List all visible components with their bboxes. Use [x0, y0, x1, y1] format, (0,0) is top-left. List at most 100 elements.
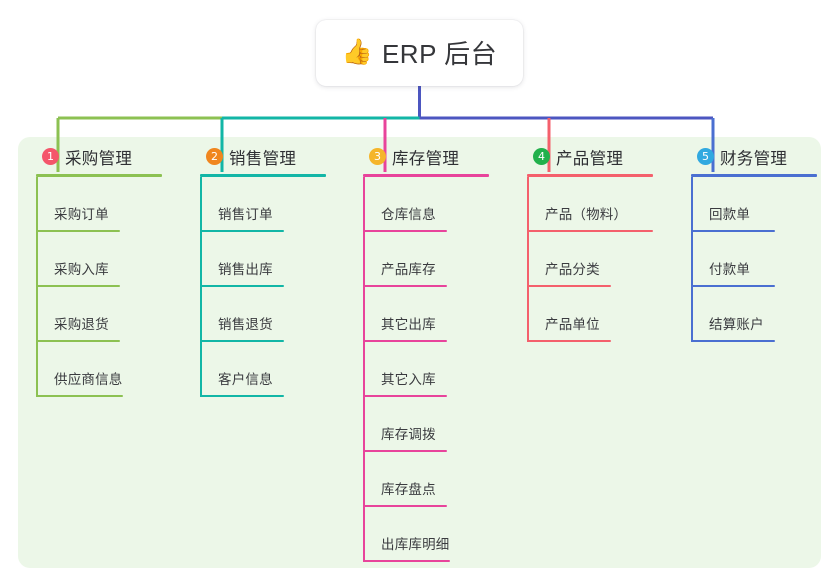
- leaf-node[interactable]: 库存调拨: [363, 397, 512, 452]
- branch-title-4: 产品管理: [556, 149, 624, 168]
- leaf-node[interactable]: 销售出库: [200, 232, 349, 287]
- leaf-label: 采购订单: [54, 207, 109, 222]
- leaf-label: 销售订单: [218, 207, 273, 222]
- branch-items-4: 产品（物料） 产品分类产品单位: [527, 177, 676, 342]
- leaf-node[interactable]: 客户信息: [200, 342, 349, 397]
- leaf-label: 库存调拨: [381, 427, 436, 442]
- leaf-rule: [527, 285, 611, 287]
- leaf-node[interactable]: 产品（物料）: [527, 177, 676, 232]
- leaf-node[interactable]: 库存盘点: [363, 452, 512, 507]
- leaf-rule: [363, 560, 450, 562]
- branch-rule-5: [691, 174, 817, 177]
- leaf-label: 销售出库: [218, 262, 273, 277]
- leaf-node[interactable]: 采购入库: [36, 232, 185, 287]
- root-title: ERP 后台: [381, 38, 498, 69]
- branch-spine-5: [691, 177, 693, 342]
- branch-title-1: 采购管理: [65, 149, 133, 168]
- branch-column-1: 1 采购管理采购订单采购入库采购退货供应商信息: [22, 144, 185, 397]
- leaf-node[interactable]: 产品库存: [363, 232, 512, 287]
- leaf-label: 结算账户: [709, 317, 764, 332]
- leaf-node[interactable]: 其它入库: [363, 342, 512, 397]
- branch-badge-3: 3: [369, 148, 386, 165]
- leaf-rule: [363, 340, 447, 342]
- leaf-label: 产品库存: [381, 262, 436, 277]
- leaf-node[interactable]: 产品分类: [527, 232, 676, 287]
- branch-rule-3: [363, 174, 489, 177]
- leaf-node[interactable]: 回款单: [691, 177, 839, 232]
- branch-rule-1: [36, 174, 162, 177]
- root-node[interactable]: 👍 ERP 后台: [316, 20, 523, 86]
- root-node-content: 👍 ERP 后台: [342, 34, 497, 71]
- leaf-label: 产品分类: [545, 262, 600, 277]
- leaf-rule: [36, 285, 120, 287]
- leaf-node[interactable]: 产品单位: [527, 287, 676, 342]
- leaf-label: 客户信息: [218, 372, 273, 387]
- leaf-rule: [363, 395, 447, 397]
- leaf-rule: [200, 395, 284, 397]
- leaf-label: 库存盘点: [381, 482, 436, 497]
- leaf-label: 付款单: [709, 262, 751, 277]
- branch-spine-4: [527, 177, 529, 342]
- branch-rule-4: [527, 174, 653, 177]
- branch-items-2: 销售订单销售出库销售退货客户信息: [200, 177, 349, 397]
- leaf-label: 采购退货: [54, 317, 109, 332]
- leaf-node[interactable]: 采购退货: [36, 287, 185, 342]
- leaf-rule: [363, 285, 447, 287]
- leaf-rule: [200, 230, 284, 232]
- leaf-node[interactable]: 其它出库: [363, 287, 512, 342]
- branch-title-2: 销售管理: [229, 149, 297, 168]
- leaf-rule: [200, 285, 284, 287]
- leaf-rule: [691, 285, 775, 287]
- leaf-label: 产品（物料）: [545, 207, 628, 222]
- branch-board: [18, 137, 821, 568]
- leaf-node[interactable]: 销售退货: [200, 287, 349, 342]
- leaf-rule: [527, 230, 653, 232]
- branch-badge-2: 2: [206, 148, 223, 165]
- leaf-label: 其它入库: [381, 372, 436, 387]
- branch-spine-2: [200, 177, 202, 397]
- branch-rule-2: [200, 174, 326, 177]
- branch-header-2[interactable]: 2 销售管理: [186, 144, 349, 169]
- leaf-rule: [363, 505, 447, 507]
- leaf-label: 其它出库: [381, 317, 436, 332]
- leaf-node[interactable]: 采购订单: [36, 177, 185, 232]
- leaf-label: 出库库明细: [381, 537, 450, 552]
- leaf-label: 销售退货: [218, 317, 273, 332]
- leaf-rule: [36, 395, 123, 397]
- leaf-node[interactable]: 结算账户: [691, 287, 839, 342]
- branch-items-5: 回款单付款单结算账户: [691, 177, 839, 342]
- leaf-node[interactable]: 仓库信息: [363, 177, 512, 232]
- leaf-rule: [36, 230, 120, 232]
- leaf-rule: [691, 230, 775, 232]
- leaf-node[interactable]: 付款单: [691, 232, 839, 287]
- branch-badge-5: 5: [697, 148, 714, 165]
- leaf-rule: [527, 340, 611, 342]
- leaf-node[interactable]: 出库库明细: [363, 507, 512, 562]
- branch-spine-3: [363, 177, 365, 562]
- leaf-node[interactable]: 供应商信息: [36, 342, 185, 397]
- leaf-label: 产品单位: [545, 317, 600, 332]
- branch-badge-1: 1: [42, 148, 59, 165]
- thumbs-up-icon: 👍: [341, 37, 373, 66]
- leaf-rule: [363, 450, 447, 452]
- leaf-node[interactable]: 销售订单: [200, 177, 349, 232]
- leaf-label: 仓库信息: [381, 207, 436, 222]
- branch-spine-1: [36, 177, 38, 397]
- leaf-rule: [363, 230, 447, 232]
- branch-items-1: 采购订单采购入库采购退货供应商信息: [36, 177, 185, 397]
- leaf-label: 回款单: [709, 207, 751, 222]
- branch-badge-4: 4: [533, 148, 550, 165]
- leaf-rule: [36, 340, 120, 342]
- branch-header-4[interactable]: 4 产品管理: [513, 144, 676, 169]
- leaf-rule: [200, 340, 284, 342]
- branch-header-1[interactable]: 1 采购管理: [22, 144, 185, 169]
- branch-column-2: 2 销售管理销售订单销售出库销售退货客户信息: [186, 144, 349, 397]
- branch-column-4: 4 产品管理产品（物料） 产品分类产品单位: [513, 144, 676, 342]
- leaf-label: 采购入库: [54, 262, 109, 277]
- leaf-rule: [691, 340, 775, 342]
